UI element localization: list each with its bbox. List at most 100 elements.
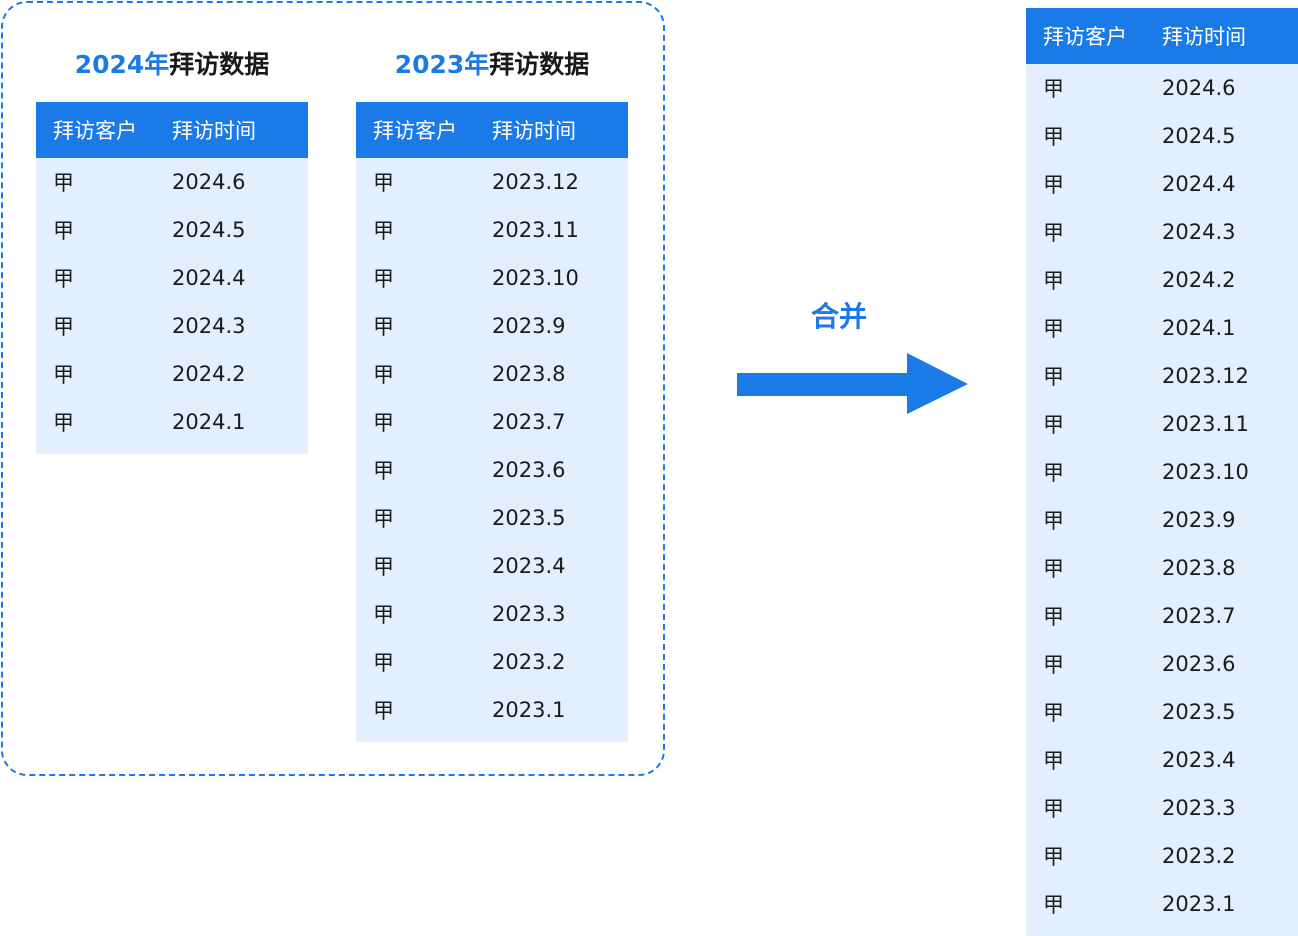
cell-time: 2024.2 <box>172 362 246 386</box>
cell-customer: 甲 <box>373 699 394 723</box>
table-2023-title-year: 2023年 <box>394 50 490 79</box>
cell-customer: 甲 <box>1043 893 1064 917</box>
cell-time: 2023.7 <box>1162 604 1236 628</box>
cell-customer: 甲 <box>1043 797 1064 821</box>
cell-customer: 甲 <box>373 459 394 483</box>
table-header: 拜访客户拜访时间 <box>1026 8 1298 64</box>
cell-time: 2023.2 <box>492 650 566 674</box>
table-row: 甲 2023.6 <box>1026 640 1298 688</box>
cell-customer: 甲 <box>1043 77 1064 101</box>
cell-customer: 甲 <box>53 363 74 387</box>
table-row: 甲 2023.7 <box>1026 592 1298 640</box>
arrow-shape <box>737 353 968 414</box>
cell-time: 2023.9 <box>1162 508 1236 532</box>
cell-time: 2023.7 <box>492 410 566 434</box>
table-row: 甲 2024.1 <box>1026 304 1298 352</box>
cell-customer: 甲 <box>373 363 394 387</box>
cell-customer: 甲 <box>1043 461 1064 485</box>
table-row: 甲 2023.4 <box>1026 736 1298 784</box>
cell-time: 2023.9 <box>492 314 566 338</box>
table-2024-title-year: 2024年 <box>74 50 170 79</box>
cell-customer: 甲 <box>1043 845 1064 869</box>
cell-time: 2024.6 <box>1162 76 1236 100</box>
column-header-time: 拜访时间 <box>492 119 576 143</box>
cell-customer: 甲 <box>373 219 394 243</box>
cell-customer: 甲 <box>373 603 394 627</box>
cell-time: 2023.1 <box>1162 892 1236 916</box>
cell-customer: 甲 <box>1043 749 1064 773</box>
cell-time: 2023.11 <box>492 218 579 242</box>
cell-time: 2023.6 <box>1162 652 1236 676</box>
table-row: 甲 2023.1 <box>1026 880 1298 928</box>
cell-customer: 甲 <box>1043 605 1064 629</box>
cell-time: 2023.11 <box>1162 412 1249 436</box>
column-header-customer: 拜访客户 <box>373 119 457 143</box>
cell-customer: 甲 <box>373 315 394 339</box>
cell-customer: 甲 <box>1043 173 1064 197</box>
cell-time: 2024.4 <box>172 266 246 290</box>
cell-customer: 甲 <box>1043 413 1064 437</box>
table-2023-title: 2023年拜访数据 <box>356 50 628 80</box>
cell-customer: 甲 <box>1043 701 1064 725</box>
cell-time: 2024.1 <box>1162 316 1236 340</box>
table-bottom-padding <box>356 734 628 742</box>
cell-customer: 甲 <box>1043 125 1064 149</box>
cell-time: 2024.6 <box>172 170 246 194</box>
table-row: 甲 2023.10 <box>356 254 628 302</box>
cell-time: 2023.4 <box>1162 748 1236 772</box>
cell-time: 2023.1 <box>492 698 566 722</box>
cell-customer: 甲 <box>373 267 394 291</box>
table-row: 甲 2023.1 <box>356 686 628 734</box>
table-row: 甲 2024.5 <box>36 206 308 254</box>
table-bottom-padding <box>1026 928 1298 936</box>
column-header-customer: 拜访客户 <box>1043 25 1127 49</box>
cell-time: 2023.10 <box>492 266 579 290</box>
table-row: 甲 2023.10 <box>1026 448 1298 496</box>
table-row: 甲 2024.2 <box>36 350 308 398</box>
cell-customer: 甲 <box>1043 509 1064 533</box>
cell-customer: 甲 <box>1043 653 1064 677</box>
cell-time: 2023.5 <box>1162 700 1236 724</box>
cell-time: 2024.3 <box>1162 220 1236 244</box>
table-row: 甲 2023.9 <box>1026 496 1298 544</box>
column-header-time: 拜访时间 <box>172 119 256 143</box>
table-row: 甲 2023.4 <box>356 542 628 590</box>
cell-time: 2024.5 <box>172 218 246 242</box>
cell-customer: 甲 <box>1043 317 1064 341</box>
cell-customer: 甲 <box>1043 221 1064 245</box>
cell-time: 2024.5 <box>1162 124 1236 148</box>
cell-time: 2023.5 <box>492 506 566 530</box>
cell-time: 2023.4 <box>492 554 566 578</box>
table-2024-title: 2024年拜访数据 <box>36 50 308 80</box>
table-row: 甲 2024.6 <box>1026 64 1298 112</box>
table-row: 甲 2023.5 <box>1026 688 1298 736</box>
cell-time: 2024.2 <box>1162 268 1236 292</box>
cell-time: 2023.3 <box>492 602 566 626</box>
table-row: 甲 2023.11 <box>356 206 628 254</box>
cell-time: 2023.12 <box>1162 364 1249 388</box>
source-tables-group <box>1 1 665 776</box>
cell-time: 2024.4 <box>1162 172 1236 196</box>
table-bottom-padding <box>36 446 308 454</box>
cell-customer: 甲 <box>1043 365 1064 389</box>
cell-customer: 甲 <box>53 219 74 243</box>
cell-time: 2023.8 <box>1162 556 1236 580</box>
cell-time: 2024.1 <box>172 410 246 434</box>
cell-time: 2023.10 <box>1162 460 1249 484</box>
cell-customer: 甲 <box>373 555 394 579</box>
table-header: 拜访客户拜访时间 <box>36 102 308 158</box>
cell-time: 2024.3 <box>172 314 246 338</box>
